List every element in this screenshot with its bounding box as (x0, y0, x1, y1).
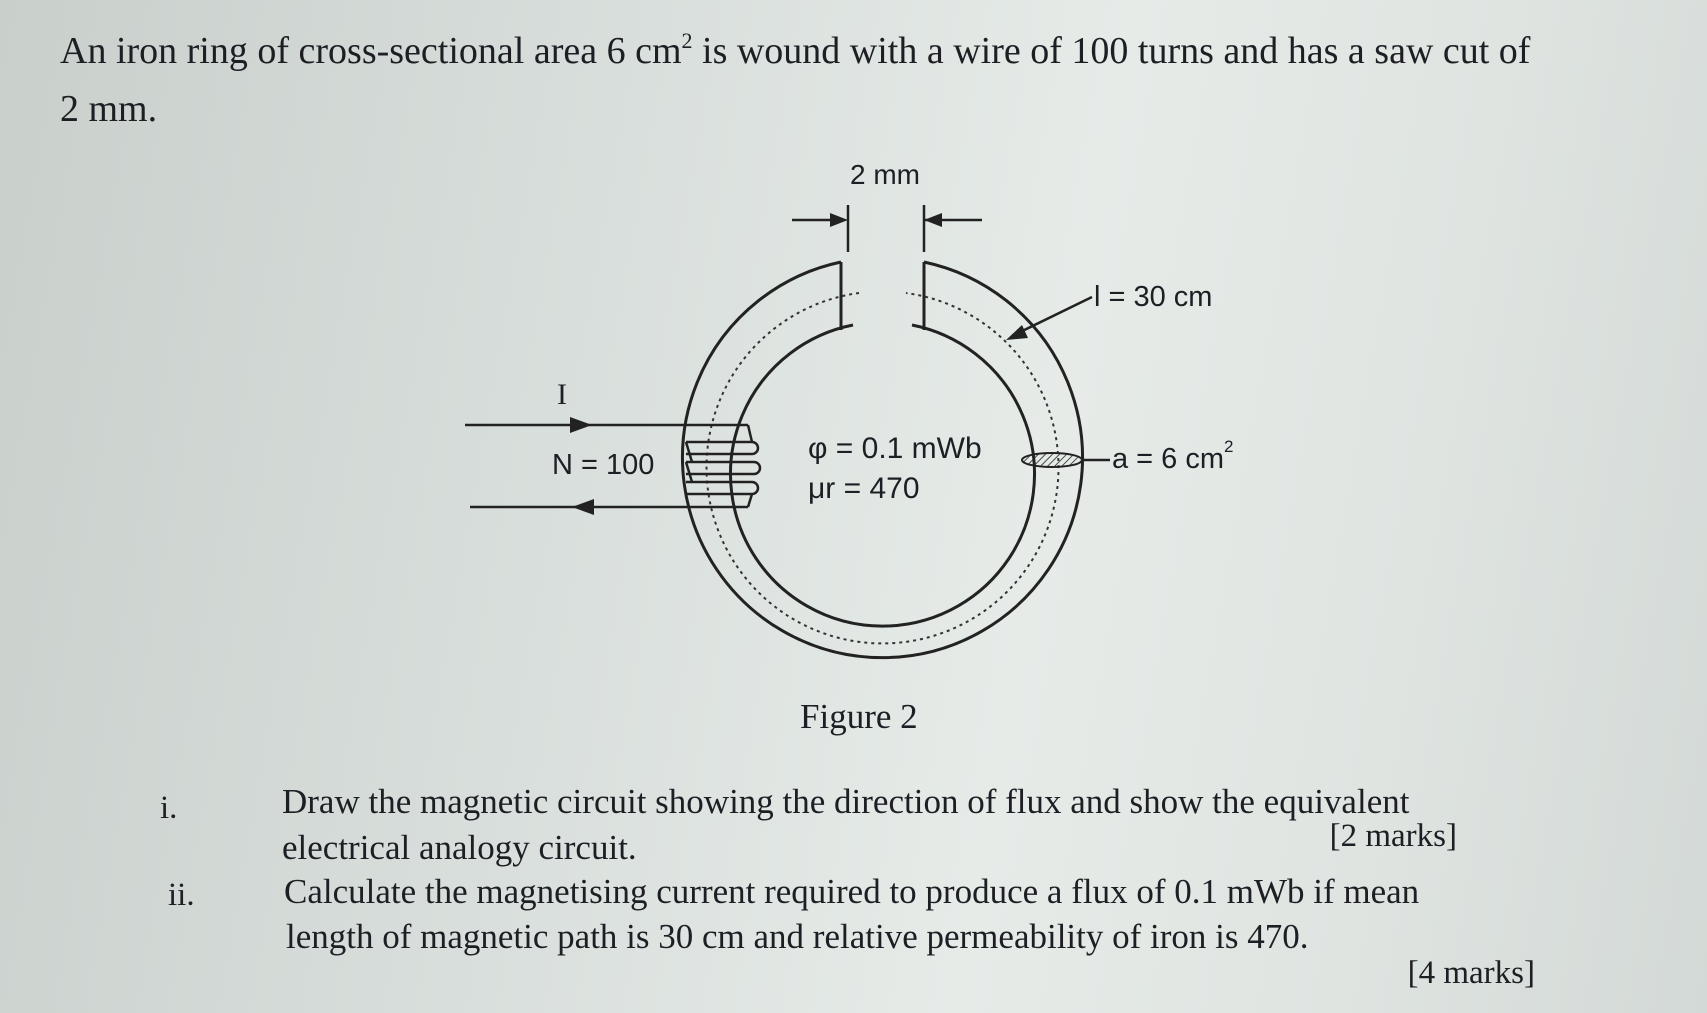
mean-path (705, 292, 1060, 645)
problem-line-1: An iron ring of cross-sectional area 6 c… (60, 28, 1531, 73)
current-arrow-out (572, 499, 594, 515)
gap-arrow-left (830, 213, 848, 227)
gap-arrow-right (924, 213, 942, 227)
winding-coil (684, 424, 762, 508)
length-arrow (1006, 325, 1028, 340)
length-label: l = 30 cm (1094, 281, 1212, 313)
flux-label: φ = 0.1 mWb (808, 432, 982, 465)
figure-caption: Figure 2 (800, 697, 918, 736)
permeability-label: μr = 470 (808, 472, 920, 505)
cross-section-hatch (1021, 452, 1083, 468)
gap-label: 2 mm (850, 159, 920, 190)
area-label: a = 6 cm2 (1112, 437, 1234, 475)
question-1-number: i. (160, 790, 178, 826)
question-1-line-1: Draw the magnetic circuit showing the di… (282, 782, 1410, 821)
problem-line-2: 2 mm. (60, 88, 158, 130)
ring-inner-edge (729, 323, 1036, 628)
question-2-line-1: Calculate the magnetising current requir… (284, 872, 1420, 911)
question-1-marks: [2 marks] (1329, 818, 1457, 854)
current-label: I (557, 378, 567, 411)
question-2-line-2: length of magnetic path is 30 cm and rel… (286, 917, 1309, 956)
question-1-line-2: electrical analogy circuit. (282, 828, 637, 867)
turns-label: N = 100 (552, 449, 654, 481)
problem-statement: An iron ring of cross-sectional area 6 c… (60, 22, 1660, 138)
question-2-marks: [4 marks] (1407, 955, 1535, 991)
current-arrow-in (570, 417, 592, 433)
ring-outer-edge (681, 260, 1084, 660)
question-2-number: ii. (168, 877, 195, 913)
